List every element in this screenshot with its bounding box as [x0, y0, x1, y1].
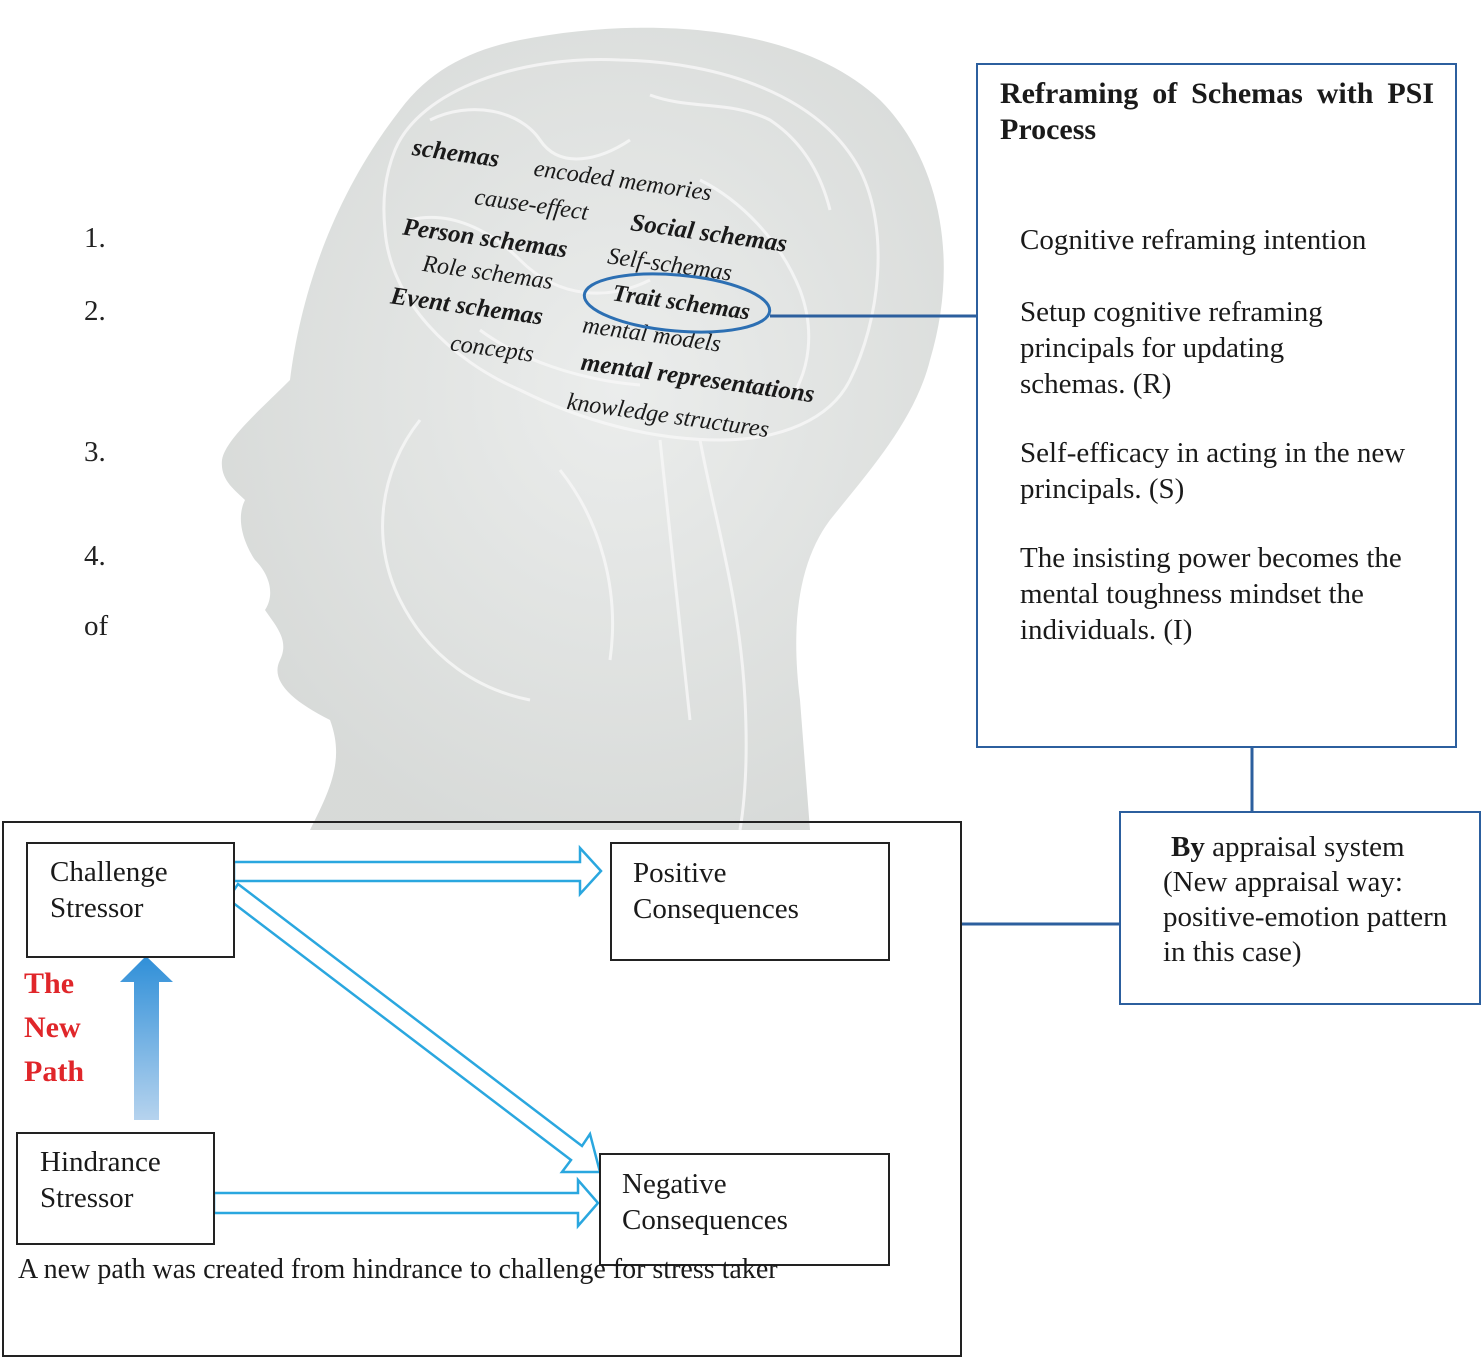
psi-process-box — [976, 63, 1457, 748]
appraisal-lead: By — [1171, 831, 1205, 863]
challenge-stressor-box — [26, 842, 235, 958]
arrow-challenge-to-negative — [226, 882, 602, 1174]
arrow-challenge-to-positive — [232, 844, 603, 898]
list-word-of: of — [84, 610, 109, 642]
new-path-up-arrow — [120, 956, 173, 1120]
trait-schemas-highlight-ellipse — [582, 272, 772, 334]
psi-process-title: Reframing of Schemas with PSI Process — [1000, 77, 1434, 146]
negative-consequences-box — [599, 1153, 890, 1266]
challenge-stressor-label: Challenge Stressor — [50, 856, 168, 924]
psi-step-4: The insisting power becomes the mental t… — [1020, 542, 1402, 646]
new-path-word-1: The — [24, 967, 75, 1000]
hindrance-stressor-label: Hindrance Stressor — [40, 1146, 161, 1214]
new-path-word-2: New — [24, 1011, 81, 1044]
new-path-word-3: Path — [24, 1055, 84, 1088]
list-number-4: 4. — [84, 540, 106, 572]
stress-model-caption: A new path was created from hindrance to… — [18, 1254, 778, 1285]
appraisal-system-box — [1119, 811, 1481, 1005]
list-number-1: 1. — [84, 222, 106, 254]
new-path-label: The New Path — [24, 962, 84, 1094]
hindrance-stressor-box — [16, 1132, 215, 1245]
arrow-hindrance-to-negative — [212, 1176, 600, 1230]
positive-consequences-box — [610, 842, 890, 961]
psi-step-3: Self-efficacy in acting in the new princ… — [1020, 437, 1406, 505]
positive-consequences-label: Positive Consequences — [633, 857, 799, 925]
list-number-2: 2. — [84, 295, 106, 327]
negative-consequences-label: Negative Consequences — [622, 1168, 788, 1236]
stress-model-frame — [2, 821, 962, 1357]
psi-step-1: Cognitive reframing intention — [1020, 224, 1367, 256]
brain-outline — [381, 58, 880, 831]
psi-step-2: Setup cognitive reframing principals for… — [1020, 296, 1323, 400]
list-number-3: 3. — [84, 436, 106, 468]
appraisal-rest: appraisal system (New appraisal way: pos… — [1163, 831, 1448, 968]
appraisal-text: By appraisal system (New appraisal way: … — [1163, 830, 1463, 970]
